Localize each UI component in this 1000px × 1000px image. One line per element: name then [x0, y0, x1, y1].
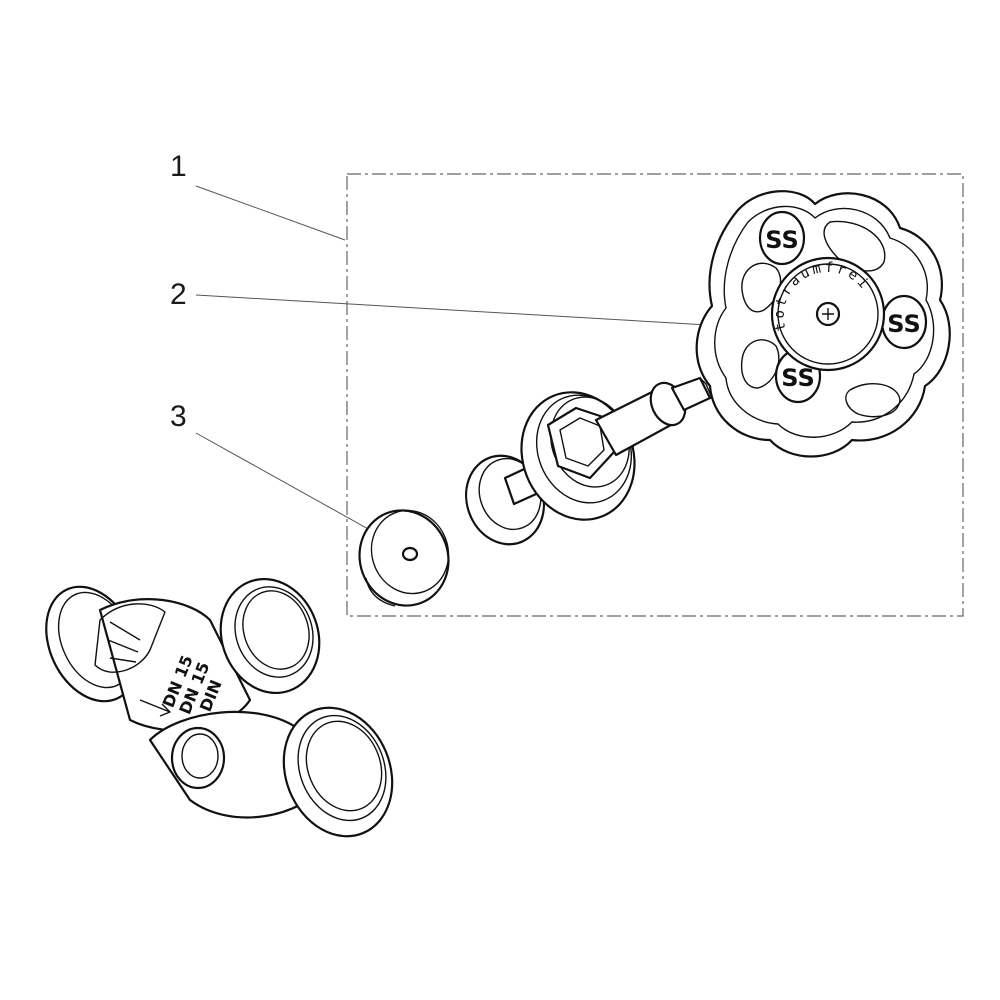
valve-spindle [465, 376, 713, 546]
seal-disc-hole [401, 546, 419, 562]
handwheel: SS SS SS totraumfrei [695, 190, 951, 458]
logo-ss: SS [781, 364, 815, 392]
leader-line-2 [195, 294, 709, 326]
callout-number-1: 1 [170, 150, 187, 183]
logo-medallion [758, 210, 806, 266]
valve-body: DN 15 DN 15 DIN [45, 577, 394, 838]
logo-ss: SS [887, 310, 921, 338]
leader-line-3 [195, 432, 389, 541]
side-boss [170, 726, 226, 790]
spoke-opening [845, 383, 901, 418]
flow-arrow-icon [139, 699, 171, 717]
spoke-opening [823, 220, 886, 272]
callout-number-2: 2 [170, 278, 187, 311]
leader-line-1 [195, 185, 346, 241]
callout-number-3: 3 [170, 400, 187, 433]
seal-disc [358, 509, 450, 607]
kit-boundary [346, 173, 964, 617]
logo-ss: SS [765, 226, 799, 254]
